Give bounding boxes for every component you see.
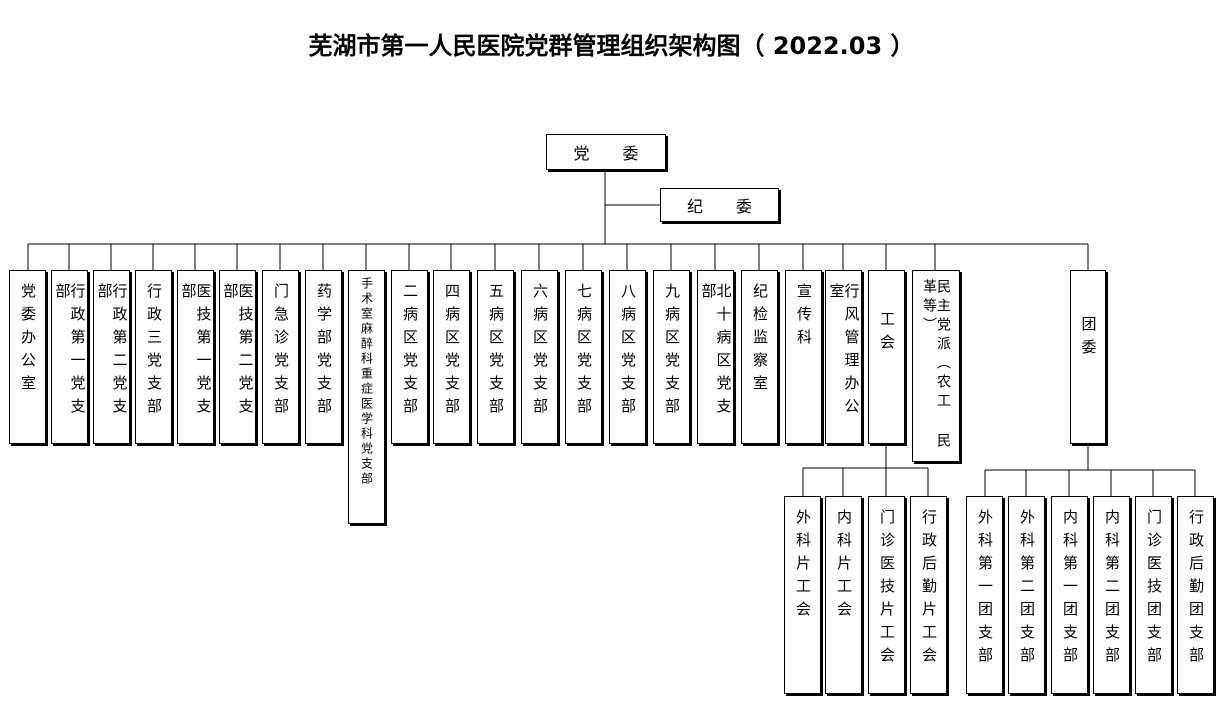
branch-box: 行政第一党支部 [51, 270, 88, 444]
discipline-committee-label: 纪 委 [686, 197, 767, 216]
branch-box: 纪检监察室 [741, 270, 778, 444]
youth-unit-box: 内科第一团支部 [1051, 496, 1088, 694]
branch-label: 四病区党支部 [443, 283, 461, 421]
page-title: 芜湖市第一人民医院党群管理组织架构图（ 2022.03 ） [308, 32, 915, 60]
branch-label: 医技第一党支部 [179, 283, 213, 421]
branch-label: 手术室麻醉科重症医学科党支部 [359, 277, 374, 487]
union-unit-label: 内科片工会 [835, 509, 853, 624]
union-unit-box: 内科片工会 [825, 496, 862, 694]
branch-box: 行政三党支部 [135, 270, 172, 444]
union-unit-box: 门诊医技片工会 [868, 496, 905, 694]
branch-label: 行风管理办公室 [827, 283, 861, 421]
branch-label: 二病区党支部 [401, 283, 419, 421]
branch-box: 宣传科 [785, 270, 822, 444]
branch-box: 党委办公室 [9, 270, 46, 444]
union-box: 工会 [868, 270, 905, 444]
branch-label: 七病区党支部 [575, 283, 593, 421]
youth-unit-label: 外科第一团支部 [976, 509, 994, 670]
union-unit-label: 行政后勤片工会 [920, 509, 938, 670]
branch-box: 医技第一党支部 [177, 270, 214, 444]
union-unit-label: 门诊医技片工会 [878, 509, 896, 670]
youth-unit-label: 内科第一团支部 [1061, 509, 1079, 670]
branch-box: 八病区党支部 [609, 270, 646, 444]
youth-unit-label: 行政后勤团支部 [1187, 509, 1205, 670]
branch-box: 九病区党支部 [653, 270, 690, 444]
branch-box: 七病区党支部 [565, 270, 602, 444]
branch-box: 门急诊党支部 [262, 270, 299, 444]
branch-box: 二病区党支部 [391, 270, 428, 444]
union-unit-box: 行政后勤片工会 [910, 496, 947, 694]
union-unit-box: 外科片工会 [784, 496, 821, 694]
democratic-parties-label: 民主党派（农工 民革等） [921, 279, 951, 452]
discipline-committee-box: 纪 委 [660, 188, 779, 222]
party-committee-box: 党 委 [546, 134, 666, 170]
branch-box: 行风管理办公室 [825, 270, 862, 444]
democratic-parties-box: 民主党派（农工 民革等） [912, 270, 960, 462]
branch-label: 五病区党支部 [487, 283, 505, 421]
youth-unit-box: 门诊医技团支部 [1135, 496, 1172, 694]
branch-label: 北十病区党支部 [699, 283, 733, 421]
union-unit-label: 外科片工会 [794, 509, 812, 624]
youth-unit-box: 外科第一团支部 [966, 496, 1003, 694]
youth-unit-box: 内科第二团支部 [1093, 496, 1130, 694]
branch-label: 八病区党支部 [619, 283, 637, 421]
branch-label: 宣传科 [795, 283, 813, 352]
branch-box: 北十病区党支部 [697, 270, 734, 444]
branch-label: 门急诊党支部 [272, 283, 290, 421]
youth-unit-label: 门诊医技团支部 [1145, 509, 1163, 670]
branch-label: 行政第二党支部 [95, 283, 129, 421]
branch-box: 四病区党支部 [433, 270, 470, 444]
youth-league-label: 团委 [1079, 316, 1098, 362]
youth-unit-label: 内科第二团支部 [1103, 509, 1121, 670]
branch-label: 行政第一党支部 [53, 283, 87, 421]
branch-box: 行政第二党支部 [93, 270, 130, 444]
youth-unit-label: 外科第二团支部 [1018, 509, 1036, 670]
branch-label: 行政三党支部 [145, 283, 163, 421]
branch-label: 党委办公室 [19, 283, 37, 398]
youth-unit-box: 行政后勤团支部 [1177, 496, 1214, 694]
union-label: 工会 [878, 311, 896, 357]
branch-label: 医技第二党支部 [221, 283, 255, 421]
branch-label: 纪检监察室 [751, 283, 769, 398]
branch-label: 九病区党支部 [663, 283, 681, 421]
branch-box: 药学部党支部 [305, 270, 342, 444]
youth-unit-box: 外科第二团支部 [1008, 496, 1045, 694]
youth-league-box: 团委 [1070, 270, 1106, 444]
party-committee-label: 党 委 [573, 144, 653, 163]
branch-box: 手术室麻醉科重症医学科党支部 [348, 270, 385, 524]
branch-label: 药学部党支部 [315, 283, 333, 421]
branch-box: 医技第二党支部 [219, 270, 256, 444]
branch-box: 五病区党支部 [477, 270, 514, 444]
branch-box: 六病区党支部 [521, 270, 558, 444]
branch-label: 六病区党支部 [531, 283, 549, 421]
